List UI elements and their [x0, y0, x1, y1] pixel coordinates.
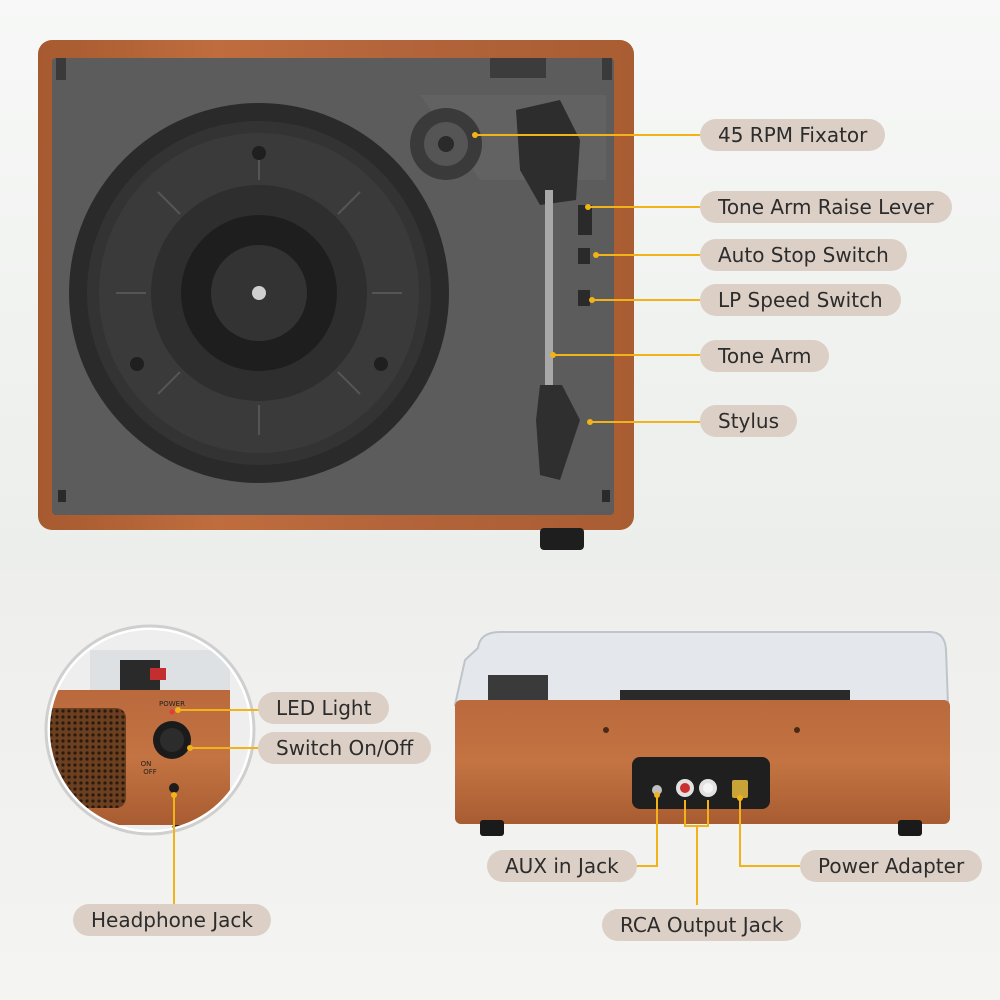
corner-foot	[58, 490, 66, 502]
label-raise-lever: Tone Arm Raise Lever	[700, 191, 952, 223]
lid-hinge	[490, 58, 546, 78]
on-panel-text: ON	[141, 760, 152, 768]
label-headphone-jack: Headphone Jack	[73, 904, 271, 936]
side-zoom-view: POWER ON OFF	[44, 624, 256, 836]
back-foot-left	[480, 820, 504, 836]
label-speed-switch: LP Speed Switch	[700, 284, 901, 316]
label-tone-arm: Tone Arm	[700, 340, 830, 372]
label-switch: Switch On/Off	[258, 732, 432, 764]
platter-screw	[130, 357, 144, 371]
front-knob	[540, 528, 584, 550]
back-callout-lines	[635, 795, 800, 905]
back-callout-dots	[654, 792, 743, 801]
tone-arm-shaft	[545, 190, 553, 390]
spindle	[252, 286, 266, 300]
corner-clip	[602, 58, 612, 80]
top-callout-lines	[475, 134, 700, 423]
rpm-adapter-center	[438, 136, 454, 152]
platter-screw	[374, 357, 388, 371]
platter-ticks	[116, 150, 402, 435]
label-rpm-fixator: 45 RPM Fixator	[700, 119, 886, 151]
dust-cover	[453, 631, 950, 706]
aux-jack	[652, 785, 662, 795]
auto-stop-switch	[578, 248, 590, 264]
label-stylus: Stylus	[700, 405, 798, 437]
power-port	[732, 780, 748, 798]
side-callout-lines	[173, 709, 260, 905]
label-auto-stop: Auto Stop Switch	[700, 239, 907, 271]
back-view-turntable	[453, 631, 950, 836]
top-callout-dots	[472, 132, 599, 425]
corner-foot	[602, 490, 610, 502]
label-led-light: LED Light	[258, 692, 390, 724]
top-view-turntable	[38, 40, 634, 550]
label-power-adapter: Power Adapter	[800, 850, 983, 882]
speed-switch	[578, 290, 590, 306]
back-foot-right	[898, 820, 922, 836]
off-panel-text: OFF	[143, 768, 157, 776]
corner-clip	[56, 58, 66, 80]
platter-screw	[252, 146, 266, 160]
raise-lever	[578, 205, 592, 235]
tone-arm-base	[516, 100, 580, 205]
label-rca-output: RCA Output Jack	[602, 909, 802, 941]
power-panel-text: POWER	[159, 700, 185, 708]
label-aux-jack: AUX in Jack	[487, 850, 637, 882]
headshell	[536, 385, 580, 480]
side-callout-dots	[171, 707, 193, 798]
